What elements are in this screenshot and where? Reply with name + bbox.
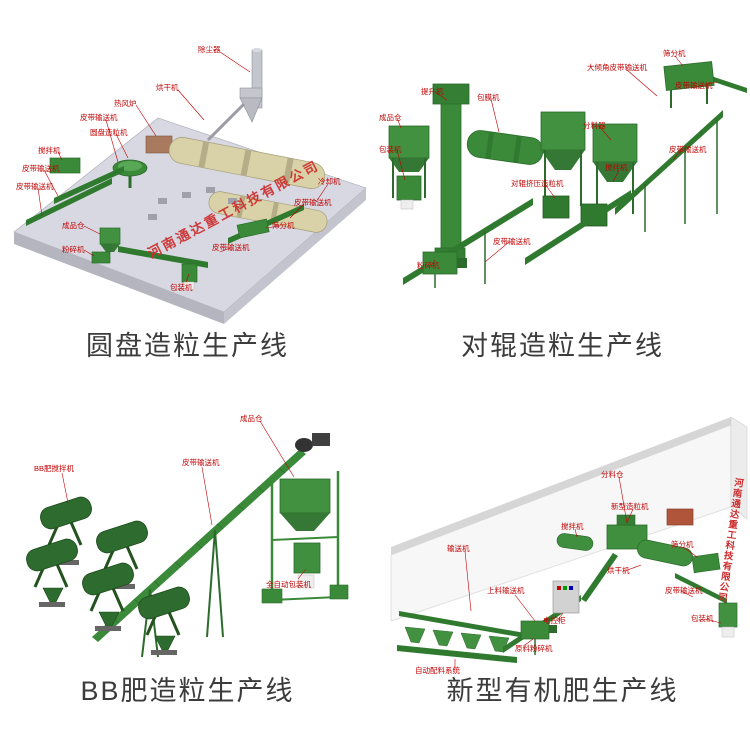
equipment-label: 成品仓: [379, 113, 402, 122]
equipment-label: 全自动包装机: [266, 580, 311, 589]
equipment-label: 皮带输送机: [665, 586, 703, 595]
equipment-label: 皮带输送机: [182, 458, 220, 467]
back-wall: [390, 416, 748, 622]
screening-machine: [691, 552, 721, 574]
product-bin: [388, 125, 430, 198]
equipment-label: 圆盘造粒机: [90, 128, 128, 137]
caption-organic-fertilizer: 新型有机肥生产线: [446, 676, 679, 706]
equipment-label: 分料仓: [601, 470, 624, 479]
caption-disc-granulation: 圆盘造粒生产线: [86, 331, 289, 361]
product-card-roller-granulation: 提升机 包膜机 筛分机 大倾角皮带输送机 皮带输送机 分料器 搅拌机 对辊挤压造…: [375, 0, 750, 375]
equipment-label: 原料粉碎机: [515, 644, 553, 653]
equipment-label: 包装机: [691, 614, 714, 623]
coating-machine-drum: [466, 130, 544, 165]
equipment-label: 电控柜: [543, 616, 566, 625]
bb-mixers: [26, 496, 190, 655]
compost-turner-machine: [666, 508, 694, 526]
equipment-label: 搅拌机: [605, 163, 628, 172]
discharge-conveyor: [675, 573, 727, 604]
equipment-label: 提升机: [421, 87, 444, 96]
cyclone-dust-collector: [206, 48, 263, 142]
rotary-dryer-drum: [168, 137, 326, 189]
equipment-label: 皮带输送机: [16, 182, 54, 191]
equipment-label: 粉碎机: [417, 261, 440, 270]
batching-system: [397, 626, 517, 663]
equipment-label: 皮带输送机: [493, 237, 531, 246]
organic-line-diagram: [390, 416, 748, 669]
equipment-label: 筛分机: [663, 49, 686, 58]
equipment-label: 自动配料系统: [415, 666, 460, 675]
label-leader-lines: [37, 51, 329, 283]
equipment-label: 冷却机: [318, 177, 341, 186]
mixer-machine: [49, 157, 81, 174]
equipment-label: 包装机: [379, 145, 402, 154]
counterweight-blocks: [148, 187, 237, 220]
bagging-machine: [718, 602, 738, 638]
label-leader-lines: [61, 420, 307, 580]
packing-machine: [396, 175, 422, 210]
equipment-label: 皮带输送机: [22, 164, 60, 173]
equipment-label: 烘干机: [156, 83, 179, 92]
equipment-label: 包膜机: [477, 93, 500, 102]
screening-machine: [236, 218, 270, 239]
control-cabinet: [552, 580, 580, 614]
equipment-label: 成品仓: [240, 414, 263, 423]
equipment-label: 包装机: [170, 283, 193, 292]
feed-hopper-1: [540, 111, 586, 206]
equipment-label: 上料输送机: [487, 586, 525, 595]
wall-side-conveyor: [399, 611, 525, 638]
equipment-label: BB肥搅拌机: [34, 464, 75, 473]
caption-roller-granulation: 对辊造粒生产线: [461, 331, 664, 361]
hot-blast-stove: [145, 135, 173, 154]
roller-line-diagram: [388, 55, 747, 288]
product-card-bb-fertilizer: 成品仓 BB肥搅拌机 皮带输送机 全自动包装机 BB肥造粒生产线: [0, 375, 375, 750]
equipment-label: 筛分机: [272, 221, 295, 230]
equipment-label: 皮带输送机: [294, 198, 332, 207]
disc-line-diagram: [13, 48, 367, 324]
equipment-label: 大倾角皮带输送机: [587, 63, 647, 72]
caption-bb-fertilizer: BB肥造粒生产线: [80, 676, 295, 706]
equipment-label: 皮带输送机: [675, 81, 713, 90]
label-leader-lines: [454, 476, 722, 669]
equipment-label: 搅拌机: [561, 522, 584, 531]
equipment-label: 输送机: [447, 544, 470, 553]
packing-machine: [181, 263, 198, 291]
screening-machine: [663, 61, 715, 108]
equipment-label: 皮带输送机: [669, 145, 707, 154]
bucket-elevator: [432, 83, 470, 265]
equipment-label: 对辊挤压造粒机: [511, 179, 564, 188]
label-leader-lines: [396, 55, 718, 267]
bb-line-diagram: [26, 420, 349, 658]
equipment-label: 筛分机: [671, 540, 694, 549]
crusher-machine: [422, 251, 467, 275]
bagging-platform: [261, 471, 349, 604]
equipment-label: 成品仓: [62, 221, 85, 230]
mixer-drum: [556, 533, 594, 551]
product-card-organic-fertilizer: 分料仓 输送机 上料输送机 搅拌机 新型造粒机 烘干机 筛分机 皮带输送机 包装…: [375, 375, 750, 750]
equipment-label: 除尘器: [198, 45, 221, 54]
equipment-label: 粉碎机: [62, 245, 85, 254]
crusher-machine: [91, 251, 111, 264]
equipment-label: 热风炉: [114, 99, 137, 108]
equipment-label: 分料器: [583, 121, 606, 130]
equipment-label: 新型造粒机: [611, 502, 649, 511]
equipment-label: 搅拌机: [38, 146, 61, 155]
equipment-label: 皮带输送机: [80, 113, 118, 122]
equipment-label: 皮带输送机: [212, 243, 250, 252]
product-card-disc-granulation: 除尘器 烘干机 热风炉 皮带输送机 圆盘造粒机 搅拌机 皮带输送机 皮带输送机 …: [0, 0, 375, 375]
product-bin: [99, 227, 121, 252]
equipment-label: 烘干机: [607, 566, 630, 575]
